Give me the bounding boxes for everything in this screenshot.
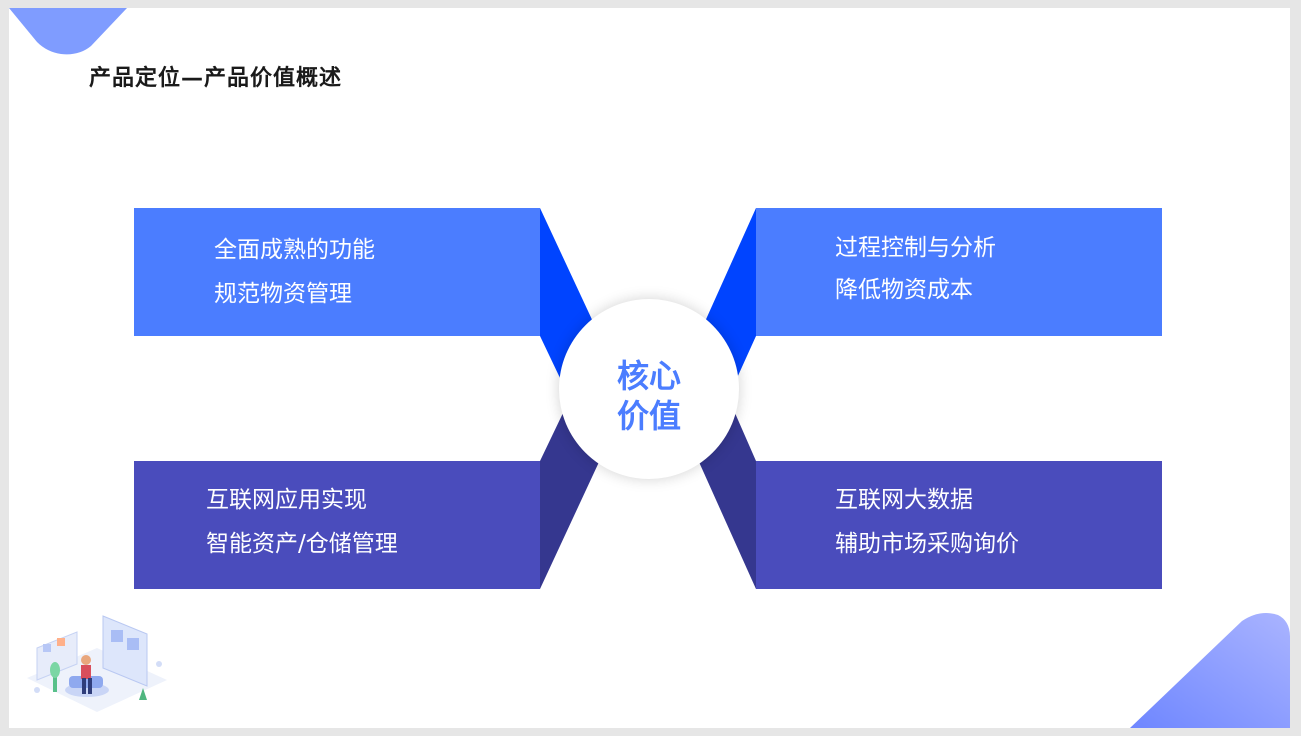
block-line: 降低物资成本 [835, 277, 973, 303]
value-block-top-left: 全面成熟的功能 规范物资管理 [134, 208, 540, 336]
value-block-top-right: 过程控制与分析 降低物资成本 [756, 208, 1162, 336]
block-line: 全面成熟的功能 [214, 237, 375, 263]
block-line: 智能资产/仓储管理 [206, 531, 398, 557]
wing-bottom-left [540, 413, 599, 589]
core-value-circle: 核心 价值 [559, 299, 739, 479]
connector-wings [540, 208, 756, 589]
page-title: 产品定位—产品价值概述 [89, 66, 343, 91]
value-block-bottom-right: 互联网大数据 辅助市场采购询价 [756, 461, 1162, 589]
block-line: 过程控制与分析 [835, 235, 996, 261]
corner-decoration-bottom-right [1130, 613, 1290, 728]
block-line: 互联网应用实现 [206, 487, 367, 513]
office-illustration [27, 615, 167, 712]
slide: 产品定位—产品价值概述 全面成熟的功能 规范物资管理 过程控制与分析 降低物资成… [9, 8, 1290, 728]
block-line: 规范物资管理 [214, 281, 352, 307]
corner-decoration-top-left [9, 8, 127, 55]
block-line: 辅助市场采购询价 [835, 531, 1019, 557]
value-block-bottom-left: 互联网应用实现 智能资产/仓储管理 [134, 461, 540, 589]
wing-bottom-right [699, 413, 756, 589]
core-value-line: 价值 [616, 397, 681, 435]
block-line: 互联网大数据 [835, 487, 973, 513]
core-value-line: 核心 [616, 357, 681, 395]
